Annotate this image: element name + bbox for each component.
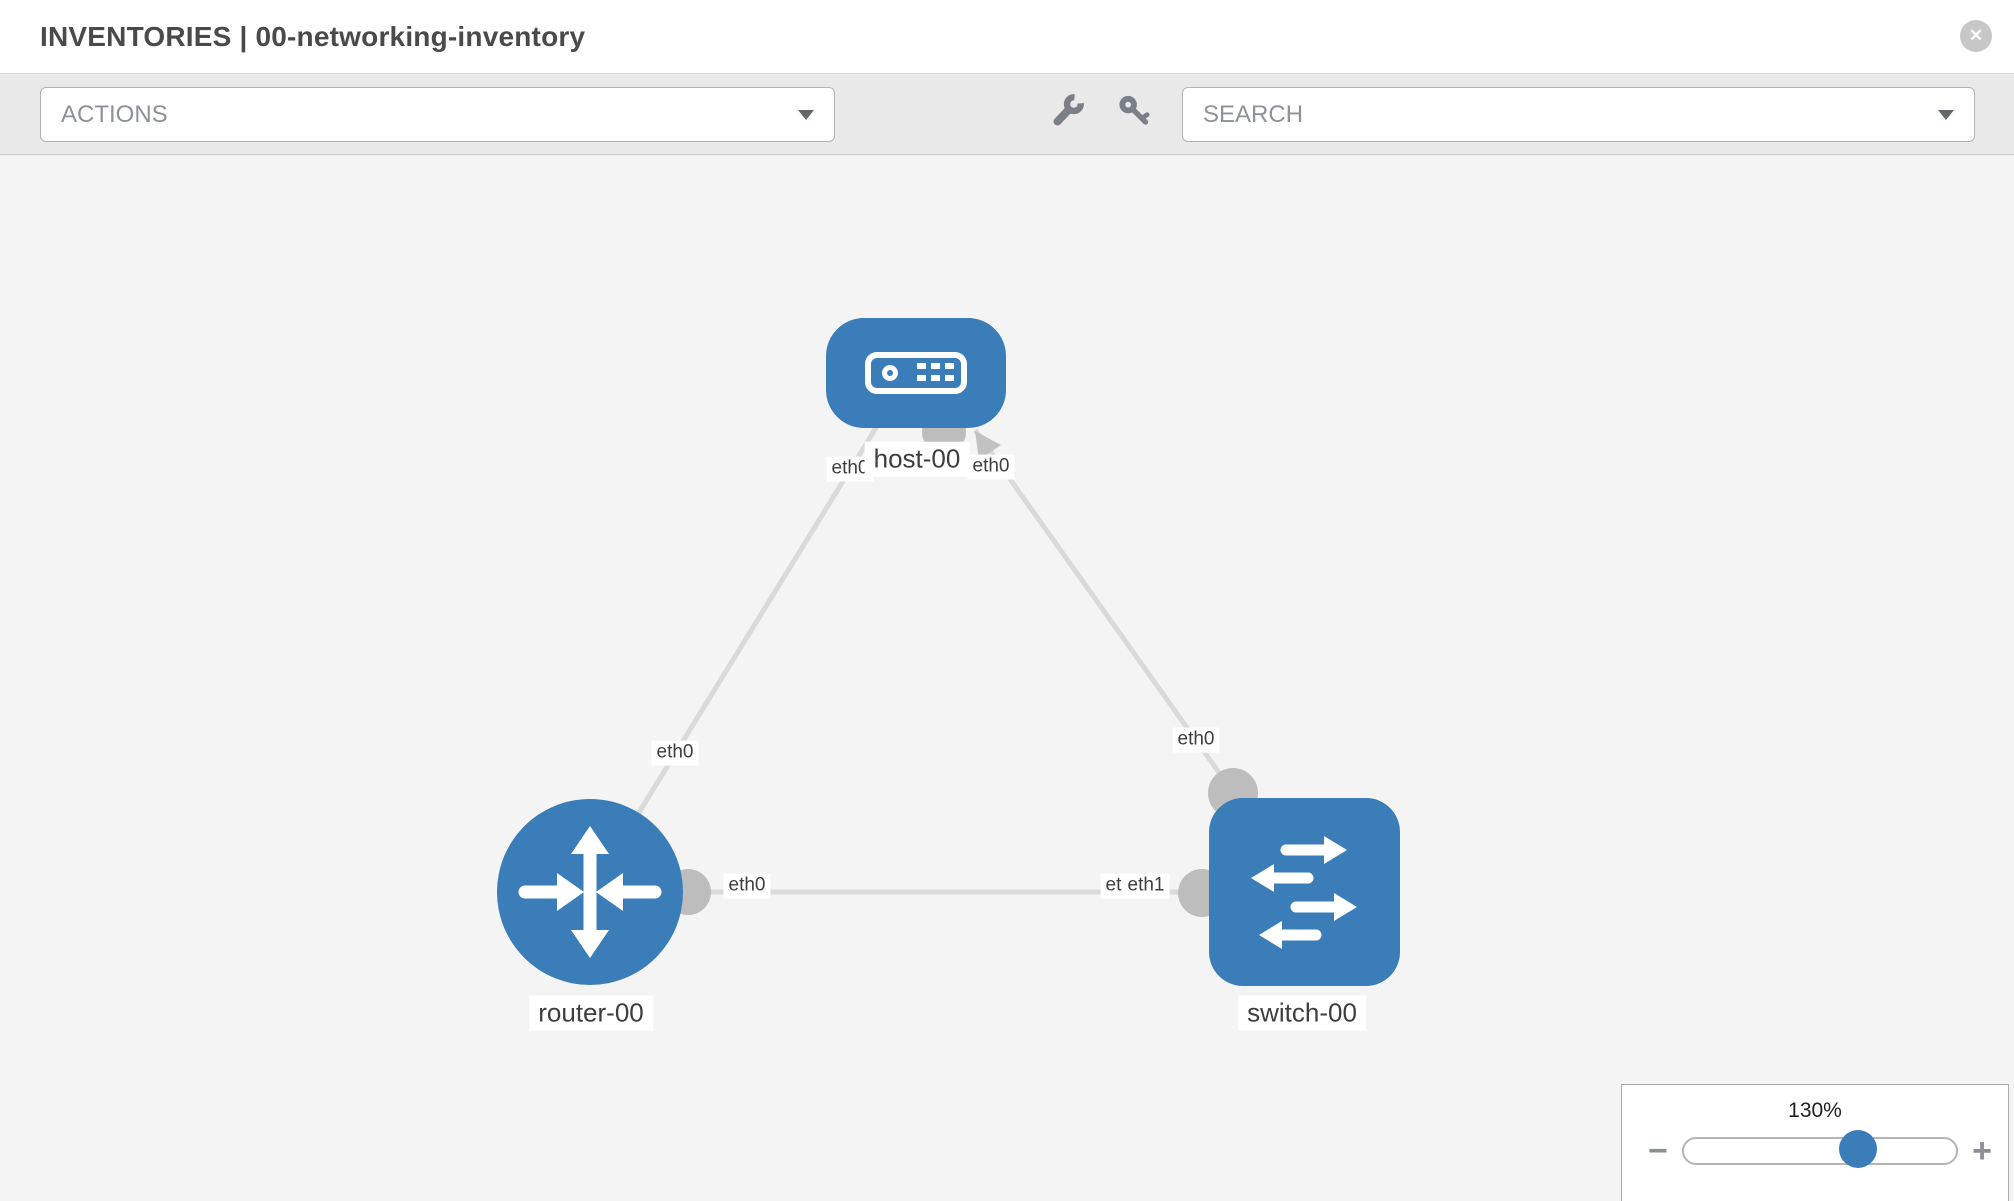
topology-canvas[interactable]: host-00 router-00 switch-00 eth0 eth0 et… — [0, 155, 2014, 1201]
topology-svg — [497, 318, 1400, 986]
interface-label-router-to-host: eth0 — [651, 740, 699, 766]
search-dropdown-label: SEARCH — [1203, 100, 1304, 128]
wrench-icon — [1053, 94, 1084, 126]
host-icon — [865, 352, 967, 394]
actions-dropdown-label: ACTIONS — [61, 100, 168, 128]
close-button[interactable]: ✕ — [1960, 20, 1992, 52]
router-icon — [518, 826, 662, 958]
interface-label-switch-to-router: eth1 — [1122, 873, 1170, 899]
node-label-router: router-00 — [529, 995, 653, 1031]
link-arrowhead-icon — [975, 431, 1001, 460]
link-host-router[interactable] — [587, 403, 893, 894]
interface-label-host-to-switch: eth0 — [967, 454, 1015, 480]
node-label-switch: switch-00 — [1238, 995, 1366, 1031]
interface-label-router-to-switch: eth0 — [723, 873, 771, 899]
node-switch[interactable] — [1209, 798, 1400, 986]
wrench-button[interactable] — [1048, 93, 1086, 136]
zoom-panel: 130% − + — [1621, 1084, 2009, 1201]
zoom-slider[interactable] — [1681, 1130, 1959, 1168]
node-router[interactable] — [497, 799, 683, 985]
zoom-in-button[interactable]: + — [1972, 1132, 1992, 1170]
actions-dropdown[interactable]: ACTIONS — [40, 87, 835, 142]
switch-icon — [1251, 836, 1357, 949]
key-icon — [1119, 95, 1150, 125]
zoom-level-value: 130% — [1788, 1099, 1842, 1122]
node-label-host: host-00 — [864, 441, 970, 477]
zoom-slider-thumb[interactable] — [1838, 1130, 1877, 1168]
chevron-down-icon — [1938, 109, 1954, 120]
header: INVENTORIES | 00-networking-inventory ✕ — [0, 0, 2014, 74]
search-dropdown[interactable]: SEARCH — [1182, 87, 1975, 142]
close-icon: ✕ — [1968, 26, 1984, 45]
chevron-down-icon — [798, 109, 814, 120]
zoom-out-button[interactable]: − — [1648, 1132, 1668, 1170]
node-host[interactable] — [826, 318, 1006, 428]
interface-label-switch-to-host: eth0 — [1172, 727, 1220, 753]
page-title: INVENTORIES | 00-networking-inventory — [40, 20, 586, 52]
key-button[interactable] — [1116, 93, 1154, 136]
toolbar: ACTIONS SEARCH — [0, 74, 2014, 155]
